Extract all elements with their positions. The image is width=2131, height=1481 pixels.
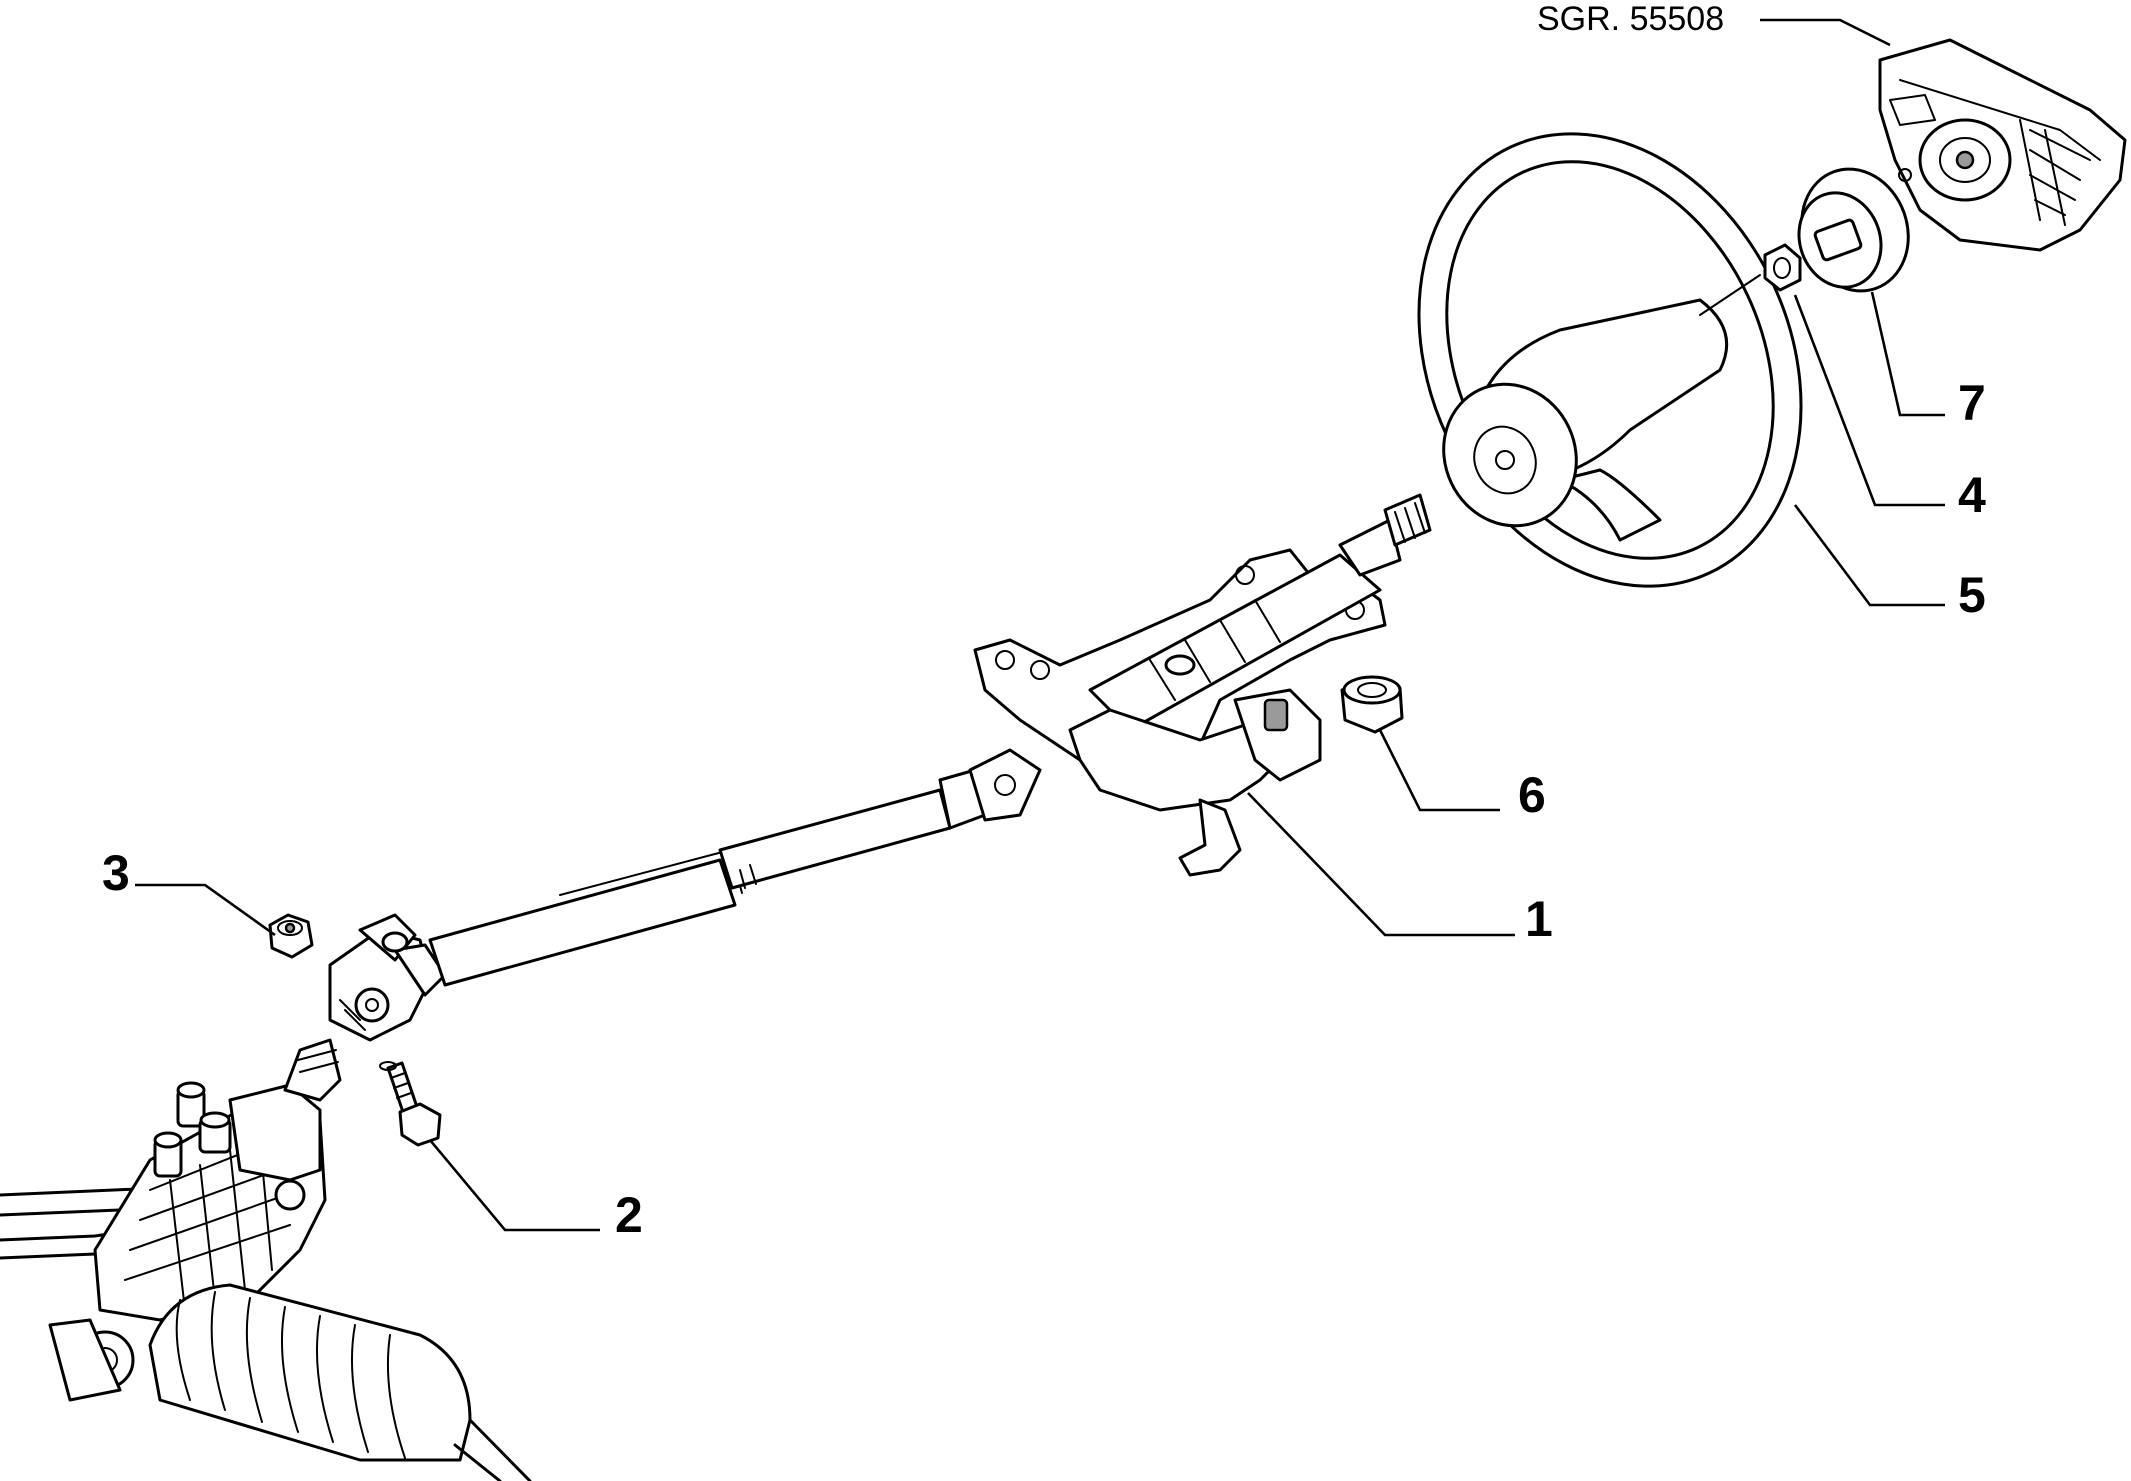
callout-7: 7 [1958, 375, 1986, 431]
wheel-nut-icon [1763, 243, 1802, 292]
steering-wheel [1417, 132, 1803, 588]
pinch-bolt-icon [379, 1061, 442, 1147]
intermediate-shaft [428, 748, 1042, 987]
lower-universal-joint [328, 913, 447, 1042]
small-nut-icon [268, 913, 314, 959]
callout-4: 4 [1958, 467, 1986, 523]
callout-5: 5 [1958, 567, 1986, 623]
rack-bolt-icon [153, 1081, 232, 1178]
clock-spring-icon [1797, 167, 1910, 293]
callout-2: 2 [615, 1187, 643, 1243]
steering-rack [0, 1038, 532, 1481]
callout-1: 1 [1525, 891, 1553, 947]
callout-6: 6 [1518, 767, 1546, 823]
callout-3: 3 [102, 845, 130, 901]
rack-boot [48, 1283, 532, 1481]
leader-lines [135, 18, 1945, 1232]
steering-column [973, 493, 1432, 877]
hex-nut-icon [1340, 675, 1404, 734]
airbag-module-icon [1878, 38, 2127, 252]
reference-label: SGR. 55508 [1537, 0, 1724, 38]
